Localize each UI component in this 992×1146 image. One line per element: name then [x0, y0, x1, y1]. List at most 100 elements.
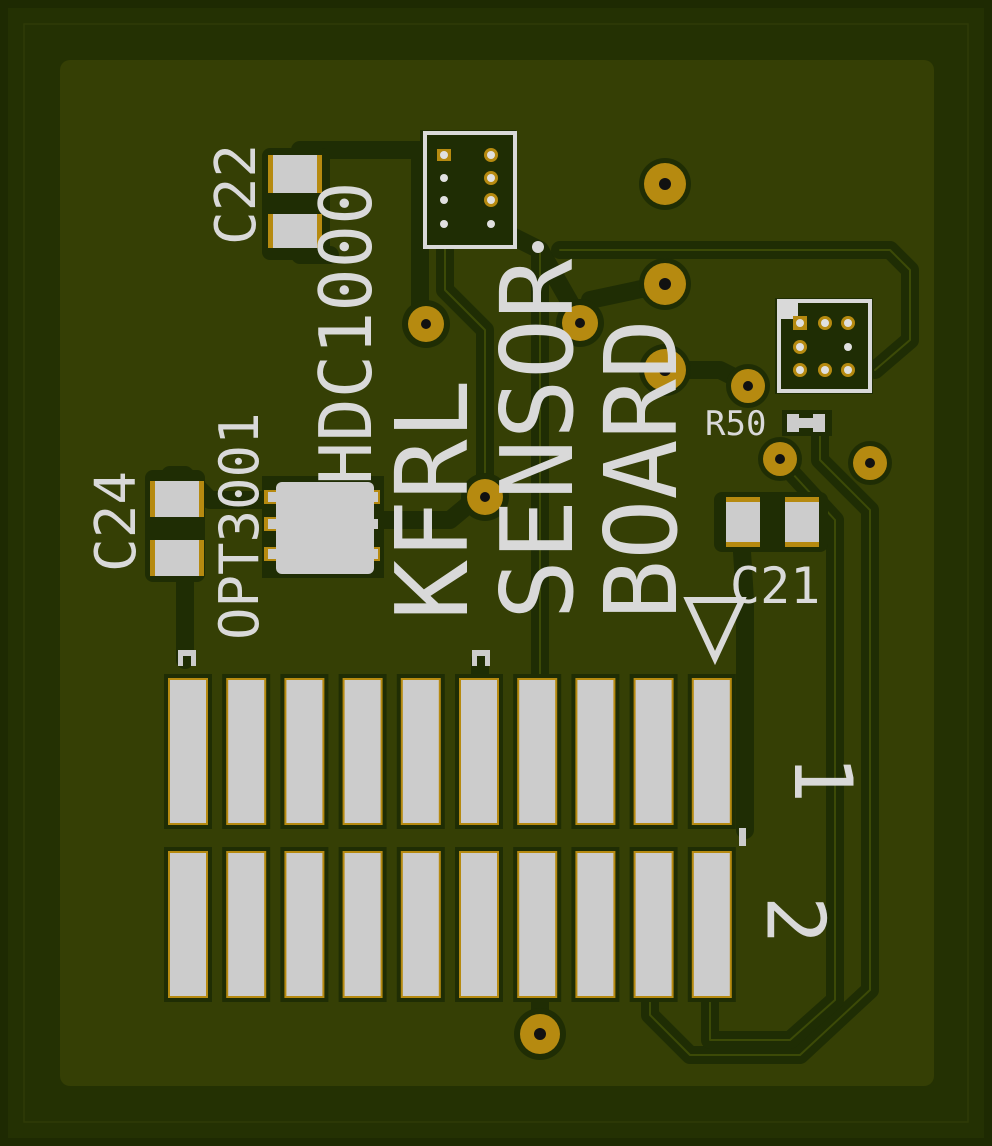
connector-pad	[635, 853, 672, 996]
lead	[366, 519, 378, 529]
lead	[268, 549, 280, 559]
pin-1-triangle	[683, 597, 747, 666]
connector-pad	[577, 853, 614, 996]
resistor-body	[799, 418, 813, 428]
lead	[268, 519, 280, 529]
smd-pad	[155, 540, 199, 576]
marker-mid	[485, 650, 490, 666]
pin-hole	[440, 174, 448, 182]
pin-hole	[796, 319, 804, 327]
pin-hole	[796, 343, 804, 351]
lead	[268, 492, 280, 502]
via-drill	[659, 278, 671, 290]
keepout	[420, 130, 516, 248]
ground-pour	[60, 60, 934, 1086]
via-drill	[421, 319, 431, 329]
capacitor-c21	[714, 492, 828, 552]
hdc1000-header	[420, 130, 544, 253]
label-c22: C22	[204, 144, 269, 245]
connector-pad	[344, 853, 381, 996]
connector-pad	[170, 680, 206, 823]
connector-pad	[286, 853, 323, 996]
trace	[444, 244, 486, 496]
connector-pad	[519, 680, 556, 823]
silk-outline	[777, 299, 872, 393]
smd-pad	[813, 414, 825, 432]
via-group	[402, 158, 892, 1060]
pin-hole	[796, 366, 804, 374]
connector-pad	[344, 680, 381, 823]
opt3001-chip	[262, 476, 384, 578]
pin-hole	[844, 366, 852, 374]
marker-left	[178, 650, 196, 656]
smd-pad	[155, 481, 199, 517]
connector-pad	[577, 680, 614, 823]
label-r50: R50	[705, 404, 766, 444]
connector-pad	[693, 680, 730, 823]
connector-pad	[402, 853, 439, 996]
silk-outline	[423, 131, 517, 249]
resistor-r50	[782, 410, 832, 436]
pin-marker	[532, 241, 544, 253]
smd-pad	[785, 502, 819, 542]
pin-hole	[487, 220, 495, 228]
lead	[366, 549, 378, 559]
marker-mid	[472, 650, 477, 666]
label-kfrl: KFRL	[374, 379, 491, 620]
board-outline-line	[23, 23, 969, 1123]
label-row-2: 2	[749, 896, 842, 944]
via-drill	[534, 1028, 546, 1040]
pin-hole	[487, 151, 495, 159]
connector-pad	[461, 853, 497, 996]
label-sensor: SENSOR	[479, 258, 596, 620]
marker-right	[739, 828, 746, 846]
pin-hole	[487, 174, 495, 182]
pin-hole	[844, 343, 852, 351]
marker-mid	[472, 650, 490, 656]
via-drill	[743, 381, 753, 391]
via-drill	[480, 492, 490, 502]
label-c24: C24	[84, 471, 149, 572]
pin-hole	[844, 319, 852, 327]
label-row-1: 1	[776, 755, 869, 803]
sensor-3x3-header	[775, 298, 873, 394]
lead	[366, 492, 378, 502]
marker-left	[191, 650, 196, 666]
connector-pad	[461, 680, 497, 823]
via-drill	[659, 178, 671, 190]
pin-hole	[821, 366, 829, 374]
pin-hole	[440, 196, 448, 204]
capacitor-c24	[145, 470, 205, 582]
connector-pad	[286, 680, 323, 823]
connector-pad	[228, 853, 265, 996]
smd-pad	[273, 214, 317, 248]
capacitor-c22	[262, 148, 330, 260]
pin-1-marker	[780, 301, 798, 319]
connector-pad	[228, 680, 265, 823]
label-board: BOARD	[583, 319, 700, 620]
trace	[649, 419, 871, 1056]
smd-pad	[726, 502, 760, 542]
smd-pad	[273, 155, 317, 193]
via-drill	[575, 318, 585, 328]
via-drill	[775, 454, 785, 464]
connector-pad	[402, 680, 439, 823]
label-opt3001: OPT3001	[208, 412, 271, 640]
pin-hole	[487, 196, 495, 204]
via-drill	[865, 458, 875, 468]
marker-left	[178, 650, 183, 666]
chip-body	[276, 482, 374, 574]
connector-markers	[178, 650, 746, 846]
label-hdc1000: HDC1000	[304, 182, 388, 485]
pin-hole	[440, 220, 448, 228]
connector-pad	[693, 853, 730, 996]
connector-pad	[170, 853, 206, 996]
edge-connector	[164, 674, 736, 1002]
connector-pad	[519, 853, 556, 996]
smd-pad	[787, 414, 799, 432]
pin-hole	[440, 151, 448, 159]
pin-hole	[821, 319, 829, 327]
label-c21: C21	[730, 557, 820, 615]
connector-pad	[635, 680, 672, 823]
